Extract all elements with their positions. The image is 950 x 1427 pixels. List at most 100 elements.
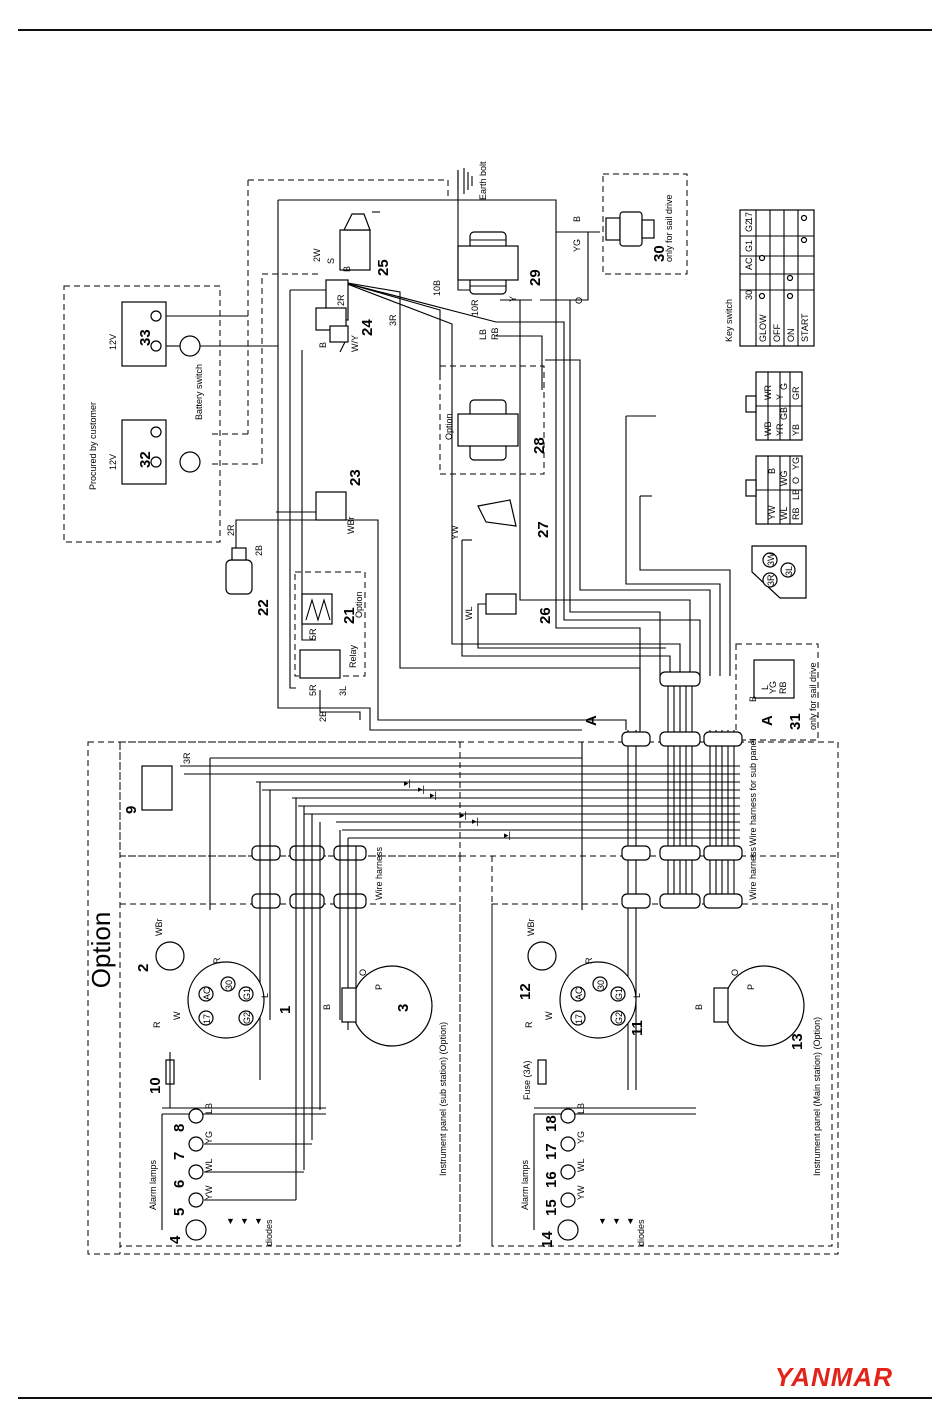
- sail-drive-30-label: only for sail drive: [664, 194, 674, 262]
- mt-17: 17: [574, 1014, 584, 1024]
- main-diodes-label: diodes: [636, 1219, 646, 1246]
- option-21-label: Option: [354, 591, 364, 618]
- m-r: R: [524, 1021, 534, 1028]
- component-31: [753, 659, 795, 699]
- sub-alarm-label: Alarm lamps: [148, 1159, 158, 1210]
- label-28: 28: [531, 437, 548, 454]
- s-p: P: [374, 984, 384, 990]
- m-b: B: [694, 1004, 704, 1010]
- label-15: 15: [543, 1199, 560, 1216]
- sub-alarm-lamps: [161, 1108, 312, 1241]
- sub-buzzer-2: [155, 941, 185, 971]
- m-o: O: [730, 969, 740, 976]
- svg-text:▸|: ▸|: [430, 790, 437, 800]
- w-yw27: YW: [450, 525, 460, 540]
- ks-head-g1: G1: [744, 240, 754, 252]
- v33: 12V: [108, 334, 118, 350]
- mt-ac: AC: [574, 987, 584, 1000]
- fuse-label: Fuse (3A): [522, 1060, 532, 1100]
- label-26: 26: [537, 607, 554, 624]
- label-4: 4: [167, 1235, 184, 1244]
- marker-a-left: A: [583, 715, 600, 726]
- mt-g2: G2: [614, 1012, 624, 1024]
- s-wbr: WBr: [154, 919, 164, 937]
- t-g1: G1: [242, 988, 252, 1000]
- ks-row-off: OFF: [772, 324, 782, 342]
- label-21: 21: [341, 607, 358, 624]
- label-30: 30: [651, 245, 668, 262]
- main-alarm-lamps: [533, 1108, 579, 1241]
- w-3r: 3R: [388, 314, 398, 326]
- w-2w: 2W: [312, 248, 322, 262]
- ks-head-17: 17: [744, 212, 754, 222]
- w-yg31: YG: [768, 681, 778, 694]
- main-panel-label: Instrument panel (Main station) (Option): [812, 1017, 822, 1176]
- sub-diodes-label: diodes: [264, 1219, 274, 1246]
- battery-switches: [150, 310, 278, 473]
- sail-drive-frame-30: [602, 173, 688, 275]
- label-18: 18: [543, 1115, 560, 1132]
- component-23: [315, 491, 347, 521]
- m-wl: WL: [576, 1159, 586, 1173]
- svg-text:▼: ▼: [254, 1216, 263, 1226]
- c1-yr: YR: [775, 423, 785, 436]
- c1-wr: WR: [763, 385, 773, 400]
- label-31: 31: [787, 713, 804, 730]
- label-2: 2: [135, 964, 152, 972]
- w-5r2: 5R: [308, 684, 318, 696]
- w-l31: L: [760, 685, 770, 690]
- label-3: 3: [395, 1004, 412, 1012]
- connector-3pin: [751, 545, 807, 599]
- main-diodes: ▼ ▼ ▼: [598, 1216, 635, 1226]
- ks-head-g2: G2: [744, 220, 754, 232]
- w-s: S: [326, 258, 336, 264]
- option-title: Option: [86, 912, 116, 989]
- w-b-top: B: [572, 216, 582, 222]
- harness-plugs: [251, 671, 743, 909]
- earth-bolt: [457, 168, 473, 194]
- c2-rb: RB: [791, 507, 801, 520]
- top-rule: [18, 29, 932, 31]
- w-yg-top: YG: [572, 239, 582, 252]
- w-wy: W/Y: [350, 335, 360, 352]
- m-wbr: WBr: [526, 919, 536, 937]
- m-w: W: [544, 1011, 554, 1020]
- connector-8pin: [745, 371, 803, 441]
- label-8: 8: [171, 1124, 188, 1132]
- sub-fuse-10: [162, 1052, 326, 1115]
- mt-30: 30: [596, 980, 606, 990]
- w-y: Y: [508, 296, 518, 302]
- option-28-label: Option: [444, 413, 454, 440]
- s-b: B: [322, 1004, 332, 1010]
- w-10b: 10B: [432, 280, 442, 296]
- m-r2: R: [584, 957, 594, 964]
- t-ac: AC: [202, 987, 212, 1000]
- relay-box: [299, 649, 341, 679]
- ks-head-ac: AC: [744, 257, 754, 270]
- c2-yg: YG: [791, 457, 801, 470]
- ks-row-on: ON: [786, 329, 796, 343]
- svg-text:▸|: ▸|: [504, 830, 511, 840]
- ks-head-30: 30: [744, 290, 754, 300]
- s-lb: LB: [204, 1103, 214, 1114]
- label-29: 29: [527, 269, 544, 286]
- relay-label: Relay: [348, 644, 358, 668]
- s-l: L: [260, 993, 270, 998]
- relay-24: [315, 307, 349, 343]
- label-17: 17: [543, 1143, 560, 1160]
- key-switch-table: [739, 209, 815, 347]
- s-yw: YW: [204, 1185, 214, 1200]
- s-o: O: [358, 969, 368, 976]
- connector-8pin-b: [745, 455, 803, 525]
- w-wbr: WBr: [346, 517, 356, 535]
- ks-row-glow: GLOW: [758, 314, 768, 342]
- m-yg: YG: [576, 1131, 586, 1144]
- w-2b22: 2B: [254, 545, 264, 556]
- s-wl: WL: [204, 1159, 214, 1173]
- c3-3r: 3R: [766, 574, 776, 586]
- harness-right-label: Wire harness: [748, 846, 758, 900]
- c2-wl: WL: [779, 507, 789, 521]
- heater-21: [301, 593, 333, 625]
- w-3l: 3L: [338, 686, 348, 696]
